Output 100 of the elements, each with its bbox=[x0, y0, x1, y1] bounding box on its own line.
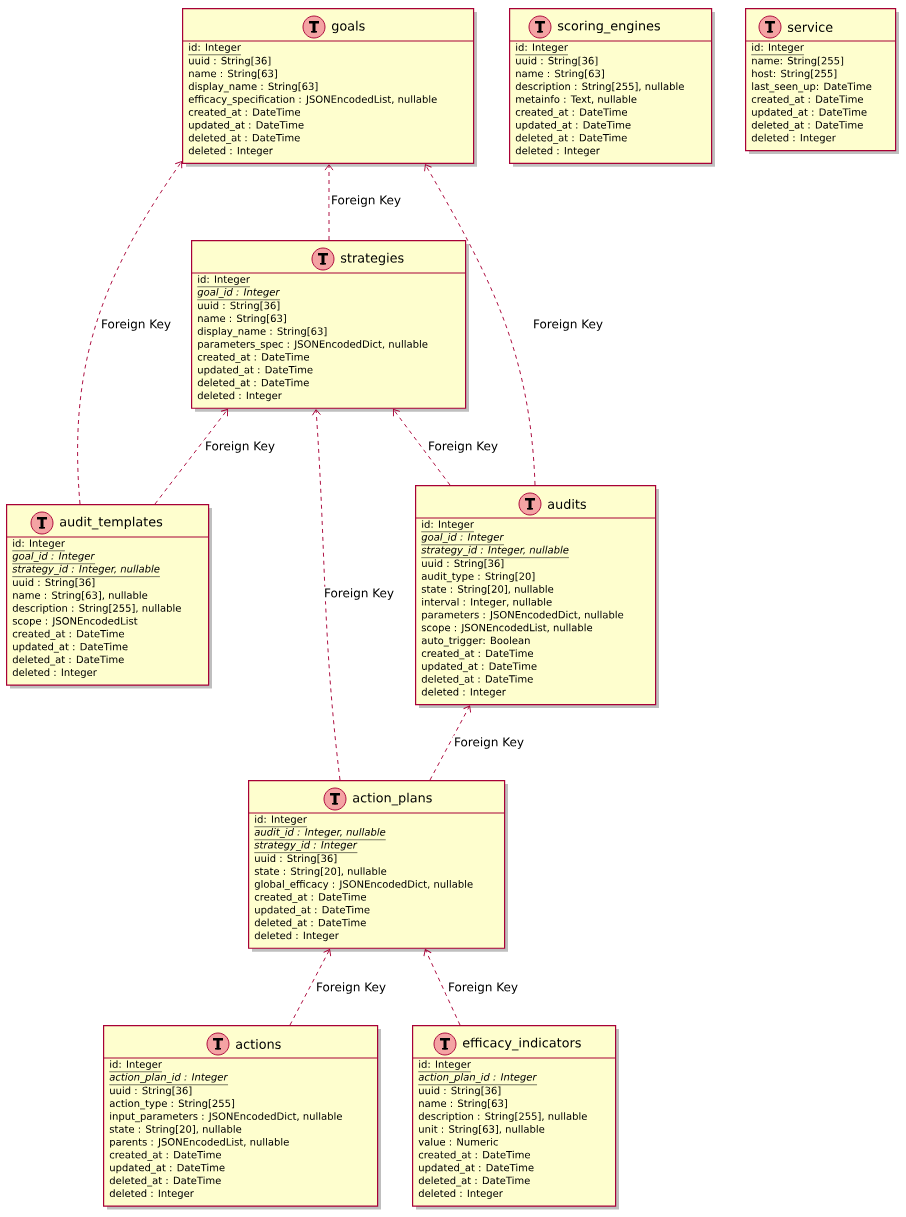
field-text: global_efficacy : JSONEncodedDict, nullable bbox=[254, 880, 473, 890]
field-text: deleted_at : DateTime bbox=[421, 675, 533, 685]
key-field: goal_id : Integer bbox=[197, 287, 281, 301]
field-text: name : String[63] bbox=[419, 1099, 507, 1109]
table-name: service bbox=[787, 22, 833, 32]
key-field: id: Integer bbox=[254, 815, 308, 828]
key-field: audit_id : Integer, nullable bbox=[254, 827, 386, 841]
field-text: deleted_at : DateTime bbox=[12, 655, 124, 666]
field-text: updated_at : DateTime bbox=[189, 120, 304, 131]
key-field: strategy_id : Integer, nullable bbox=[12, 564, 161, 577]
arrow bbox=[154, 409, 228, 505]
key-field: id: Integer bbox=[421, 520, 475, 533]
field-text: deleted : Integer bbox=[109, 1189, 194, 1199]
edge-label: Foreign Key bbox=[329, 193, 403, 209]
table-name: action_plans bbox=[353, 792, 432, 806]
field-text: auto_trigger: Boolean bbox=[421, 636, 530, 647]
field-text: action_type : String[255] bbox=[109, 1099, 235, 1110]
field-text: updated_at : DateTime bbox=[516, 120, 631, 131]
field-text: display_name : String[63] bbox=[197, 327, 327, 338]
field-text: deleted : Integer bbox=[188, 146, 273, 157]
field-text: deleted_at : DateTime bbox=[188, 133, 300, 144]
field-text: state : String[20], nullable bbox=[109, 1125, 242, 1135]
field-text: updated_at : DateTime bbox=[110, 1163, 225, 1174]
edge-label: Foreign Key bbox=[203, 439, 277, 455]
field-text: updated_at : DateTime bbox=[419, 1163, 534, 1174]
arrow bbox=[393, 409, 451, 486]
field-text: created_at : DateTime bbox=[254, 892, 367, 903]
arrow bbox=[324, 164, 334, 241]
field-text: audit_type : String[20] bbox=[421, 572, 535, 583]
edge-label: Foreign Key bbox=[314, 980, 388, 996]
field-text: created_at : DateTime bbox=[12, 629, 125, 640]
key-field: id: Integer bbox=[197, 275, 251, 288]
field-text: name: String[255] bbox=[752, 56, 844, 67]
table-name: audit_templates bbox=[60, 516, 163, 530]
field-text: uuid : String[36] bbox=[198, 301, 280, 312]
edge-label: Foreign Key bbox=[426, 439, 500, 455]
key-field: id: Integer bbox=[188, 43, 242, 56]
arrow bbox=[423, 949, 461, 1026]
field-text: deleted : Integer bbox=[751, 133, 836, 144]
field-text: parents : JSONEncodedList, nullable bbox=[110, 1137, 289, 1148]
field-text: value : Numeric bbox=[418, 1137, 498, 1146]
table-name: scoring_engines bbox=[557, 20, 660, 34]
field-text: created_at : DateTime bbox=[197, 352, 310, 363]
field-text: deleted_at : DateTime bbox=[197, 378, 309, 389]
field-text: name : String[63] bbox=[189, 69, 277, 80]
field-text: updated_at : DateTime bbox=[255, 905, 370, 916]
field-text: interval : Integer, nullable bbox=[422, 597, 552, 608]
field-text: created_at : DateTime bbox=[109, 1150, 222, 1161]
key-field: strategy_id : Integer, nullable bbox=[421, 545, 570, 558]
field-text: deleted : Integer bbox=[418, 1189, 503, 1199]
arrow bbox=[424, 164, 536, 486]
arrow bbox=[77, 161, 183, 505]
edge-label: Foreign Key bbox=[452, 735, 526, 751]
field-text: name : String[63] bbox=[516, 69, 604, 80]
field-text: uuid : String[36] bbox=[110, 1086, 192, 1097]
field-text: created_at : DateTime bbox=[188, 108, 301, 119]
field-text: metainfo : Text, nullable bbox=[516, 95, 637, 104]
key-field: id: Integer bbox=[12, 539, 66, 552]
key-field: goal_id : Integer bbox=[421, 532, 505, 546]
field-text: deleted : Integer bbox=[12, 668, 97, 678]
field-text: parameters_spec : JSONEncodedDict, nullable bbox=[198, 340, 428, 350]
field-text: created_at : DateTime bbox=[515, 108, 628, 119]
field-text: host: String[255] bbox=[752, 69, 837, 80]
edge-label: Foreign Key bbox=[446, 980, 520, 996]
field-text: scope : JSONEncodedList, nullable bbox=[421, 623, 593, 634]
field-text: uuid : String[36] bbox=[189, 56, 271, 67]
field-text: description : String[255], nullable bbox=[515, 82, 684, 93]
field-text: name : String[63], nullable bbox=[13, 591, 148, 601]
field-text: updated_at : DateTime bbox=[198, 365, 313, 376]
table-name: strategies bbox=[340, 252, 404, 266]
key-field: strategy_id : Integer bbox=[254, 840, 358, 853]
key-field: id: Integer bbox=[751, 43, 805, 56]
field-text: deleted : Integer bbox=[254, 931, 339, 942]
field-text: uuid : String[36] bbox=[516, 56, 598, 67]
field-text: updated_at : DateTime bbox=[13, 642, 128, 653]
field-text: uuid : String[36] bbox=[255, 854, 337, 864]
field-text: uuid : String[36] bbox=[13, 578, 95, 588]
field-text: deleted : Integer bbox=[515, 146, 600, 157]
field-text: created_at : DateTime bbox=[418, 1150, 531, 1161]
field-text: unit : String[63], nullable bbox=[419, 1125, 545, 1135]
arrow bbox=[289, 949, 332, 1026]
field-text: deleted : Integer bbox=[197, 391, 282, 402]
field-text: scope : JSONEncodedList bbox=[12, 616, 138, 627]
key-field: action_plan_id : Integer bbox=[109, 1072, 229, 1086]
field-text: deleted_at : DateTime bbox=[515, 133, 627, 144]
field-text: uuid : String[36] bbox=[422, 559, 504, 569]
field-text: state : String[20], nullable bbox=[421, 585, 554, 595]
table-name: efficacy_indicators bbox=[463, 1037, 581, 1051]
arrow bbox=[311, 409, 341, 781]
key-field: goal_id : Integer bbox=[12, 551, 96, 565]
field-text: parameters : JSONEncodedDict, nullable bbox=[422, 610, 624, 621]
key-field: id: Integer bbox=[515, 43, 569, 56]
key-field: id: Integer bbox=[109, 1060, 163, 1073]
field-text: input_parameters : JSONEncodedDict, nullable bbox=[110, 1112, 342, 1123]
field-text: description : String[255], nullable bbox=[418, 1112, 587, 1122]
field-text: created_at : DateTime bbox=[421, 649, 534, 660]
field-text: deleted : Integer bbox=[421, 687, 506, 698]
table-name: goals bbox=[332, 20, 365, 34]
edge-label: Foreign Key bbox=[322, 586, 396, 602]
edge-label: Foreign Key bbox=[531, 317, 605, 333]
